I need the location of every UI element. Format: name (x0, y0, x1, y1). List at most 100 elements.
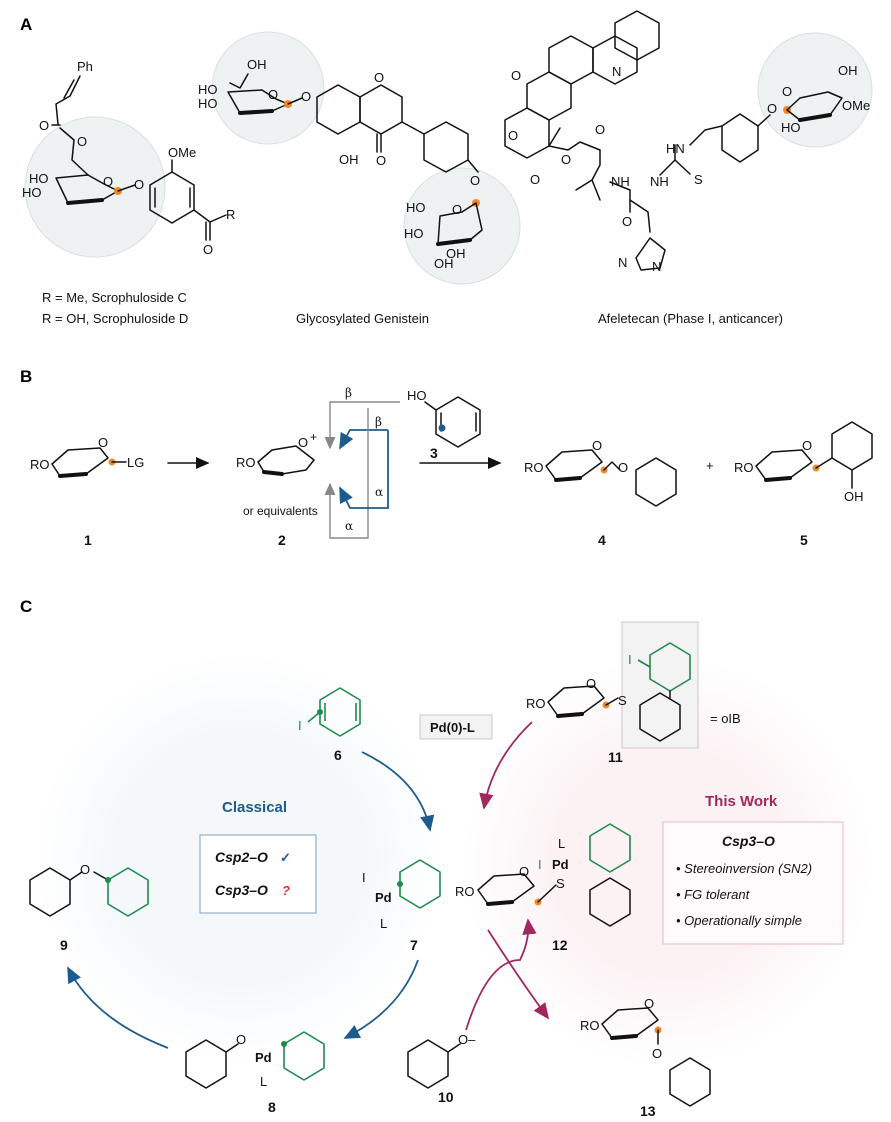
scrophuloside-label-2: R = OH, Scrophuloside D (42, 311, 188, 326)
arrow-8-to-9 (67, 966, 169, 1049)
glycosylated-genistein-structure: OH HO HO O O O OH O O O HO HO OH OH (198, 31, 521, 285)
label-7: 7 (410, 937, 418, 953)
svg-text:L: L (260, 1074, 267, 1089)
label-10: 10 (438, 1089, 454, 1105)
svg-text:OH: OH (446, 246, 466, 261)
label-2: 2 (278, 532, 286, 548)
compound-1: RO O LG (30, 435, 144, 478)
svg-text:HO: HO (781, 120, 801, 135)
svg-text:HO: HO (198, 82, 218, 97)
label-11: 11 (608, 749, 623, 765)
svg-text:I: I (538, 857, 542, 872)
svg-text:O: O (77, 134, 87, 149)
svg-text:O: O (376, 153, 386, 168)
plus-sign: + (706, 458, 714, 473)
svg-text:O: O (644, 996, 654, 1011)
compound-10-phenoxide: O– (407, 1032, 476, 1089)
thiswork-box (662, 821, 844, 945)
compound-5: RO O OH (734, 421, 873, 504)
compound-6-iodoarene: I (298, 687, 361, 737)
svg-text:I: I (362, 870, 366, 885)
svg-text:O: O (39, 118, 49, 133)
compound-12-glycosyl-palladium: RO O S L I Pd (455, 823, 631, 927)
svg-text:NH: NH (611, 174, 630, 189)
label-3: 3 (430, 445, 438, 461)
svg-text:O: O (98, 435, 108, 450)
svg-text:N: N (612, 64, 621, 79)
svg-text:+: + (310, 430, 317, 444)
svg-text:O: O (622, 214, 632, 229)
svg-text:HO: HO (198, 96, 218, 111)
svg-text:α: α (375, 485, 383, 499)
svg-text:I: I (298, 718, 302, 733)
svg-text:β: β (345, 386, 352, 400)
compound-13-product: RO O O (580, 996, 711, 1107)
svg-text:α: α (345, 519, 353, 533)
svg-text:RO: RO (30, 457, 50, 472)
arrow-12-to-13 (487, 929, 550, 1020)
svg-text:β: β (375, 415, 382, 429)
svg-text:HO: HO (407, 388, 427, 403)
svg-text:HO: HO (404, 226, 424, 241)
arrow-6-to-7 (361, 751, 435, 832)
svg-text:O: O (103, 174, 113, 189)
classical-title: Classical (222, 799, 287, 816)
label-5: 5 (800, 532, 808, 548)
svg-text:O: O (470, 173, 480, 188)
svg-text:O: O (782, 84, 792, 99)
svg-text:O: O (508, 128, 518, 143)
svg-text:L: L (558, 836, 565, 851)
arrow-7-to-8 (343, 959, 419, 1039)
compound-11-glycosyl-oib: RO O S I = oIB (526, 621, 741, 749)
svg-text:N: N (652, 259, 661, 274)
svg-text:S: S (556, 876, 565, 891)
svg-text:LG: LG (127, 455, 144, 470)
svg-text:N: N (618, 255, 627, 270)
svg-text:S: S (618, 693, 627, 708)
compound-4: RO O O (524, 438, 677, 507)
check-mark: ✓ (280, 850, 291, 865)
attack-arrows: β β α α (324, 386, 400, 539)
genistein-label: Glycosylated Genistein (296, 311, 429, 326)
afeletecan-label: Afeletecan (Phase I, anticancer) (598, 311, 783, 326)
svg-text:O: O (767, 101, 777, 116)
or-equivalents: or equivalents (243, 504, 318, 518)
svg-text:NH: NH (650, 174, 669, 189)
label-13: 13 (640, 1103, 656, 1119)
svg-text:RO: RO (524, 460, 544, 475)
label-8: 8 (268, 1099, 276, 1115)
bullet-2: • FG tolerant (676, 887, 751, 902)
svg-text:O: O (203, 242, 213, 257)
classical-box (199, 834, 317, 914)
oib-equals: = oIB (710, 711, 741, 726)
svg-text:RO: RO (236, 455, 256, 470)
svg-text:O: O (236, 1032, 246, 1047)
svg-text:OH: OH (844, 489, 864, 504)
svg-text:OMe: OMe (168, 145, 196, 160)
sugar-highlight-halo (24, 116, 166, 258)
svg-text:RO: RO (580, 1018, 600, 1033)
svg-text:O: O (652, 1046, 662, 1061)
csp3-o-title: Csp3–O (722, 833, 775, 849)
svg-text:O: O (134, 177, 144, 192)
afeletecan-structure: N O O O O O NH O NH HN S O O OH OMe HO N… (504, 10, 873, 274)
svg-text:O: O (298, 435, 308, 450)
panel-letter-b: B (20, 367, 32, 386)
compound-2-oxocarbenium: RO O + or equivalents (236, 430, 318, 518)
label-12: 12 (552, 937, 568, 953)
bullet-3: • Operationally simple (676, 913, 802, 928)
svg-text:O: O (530, 172, 540, 187)
svg-text:Pd: Pd (552, 857, 569, 872)
atom-ph: Ph (77, 59, 93, 74)
reagent-label: Pd(0)-L (430, 720, 475, 735)
bullet-1: • Stereoinversion (SN2) (676, 861, 812, 876)
svg-text:OH: OH (247, 57, 267, 72)
svg-text:I: I (628, 652, 632, 667)
svg-text:O–: O– (458, 1032, 476, 1047)
svg-text:HO: HO (29, 171, 49, 186)
compound-3-phenol: HO (407, 388, 481, 448)
svg-text:Pd: Pd (375, 890, 392, 905)
label-9: 9 (60, 937, 68, 953)
svg-text:RO: RO (455, 884, 475, 899)
